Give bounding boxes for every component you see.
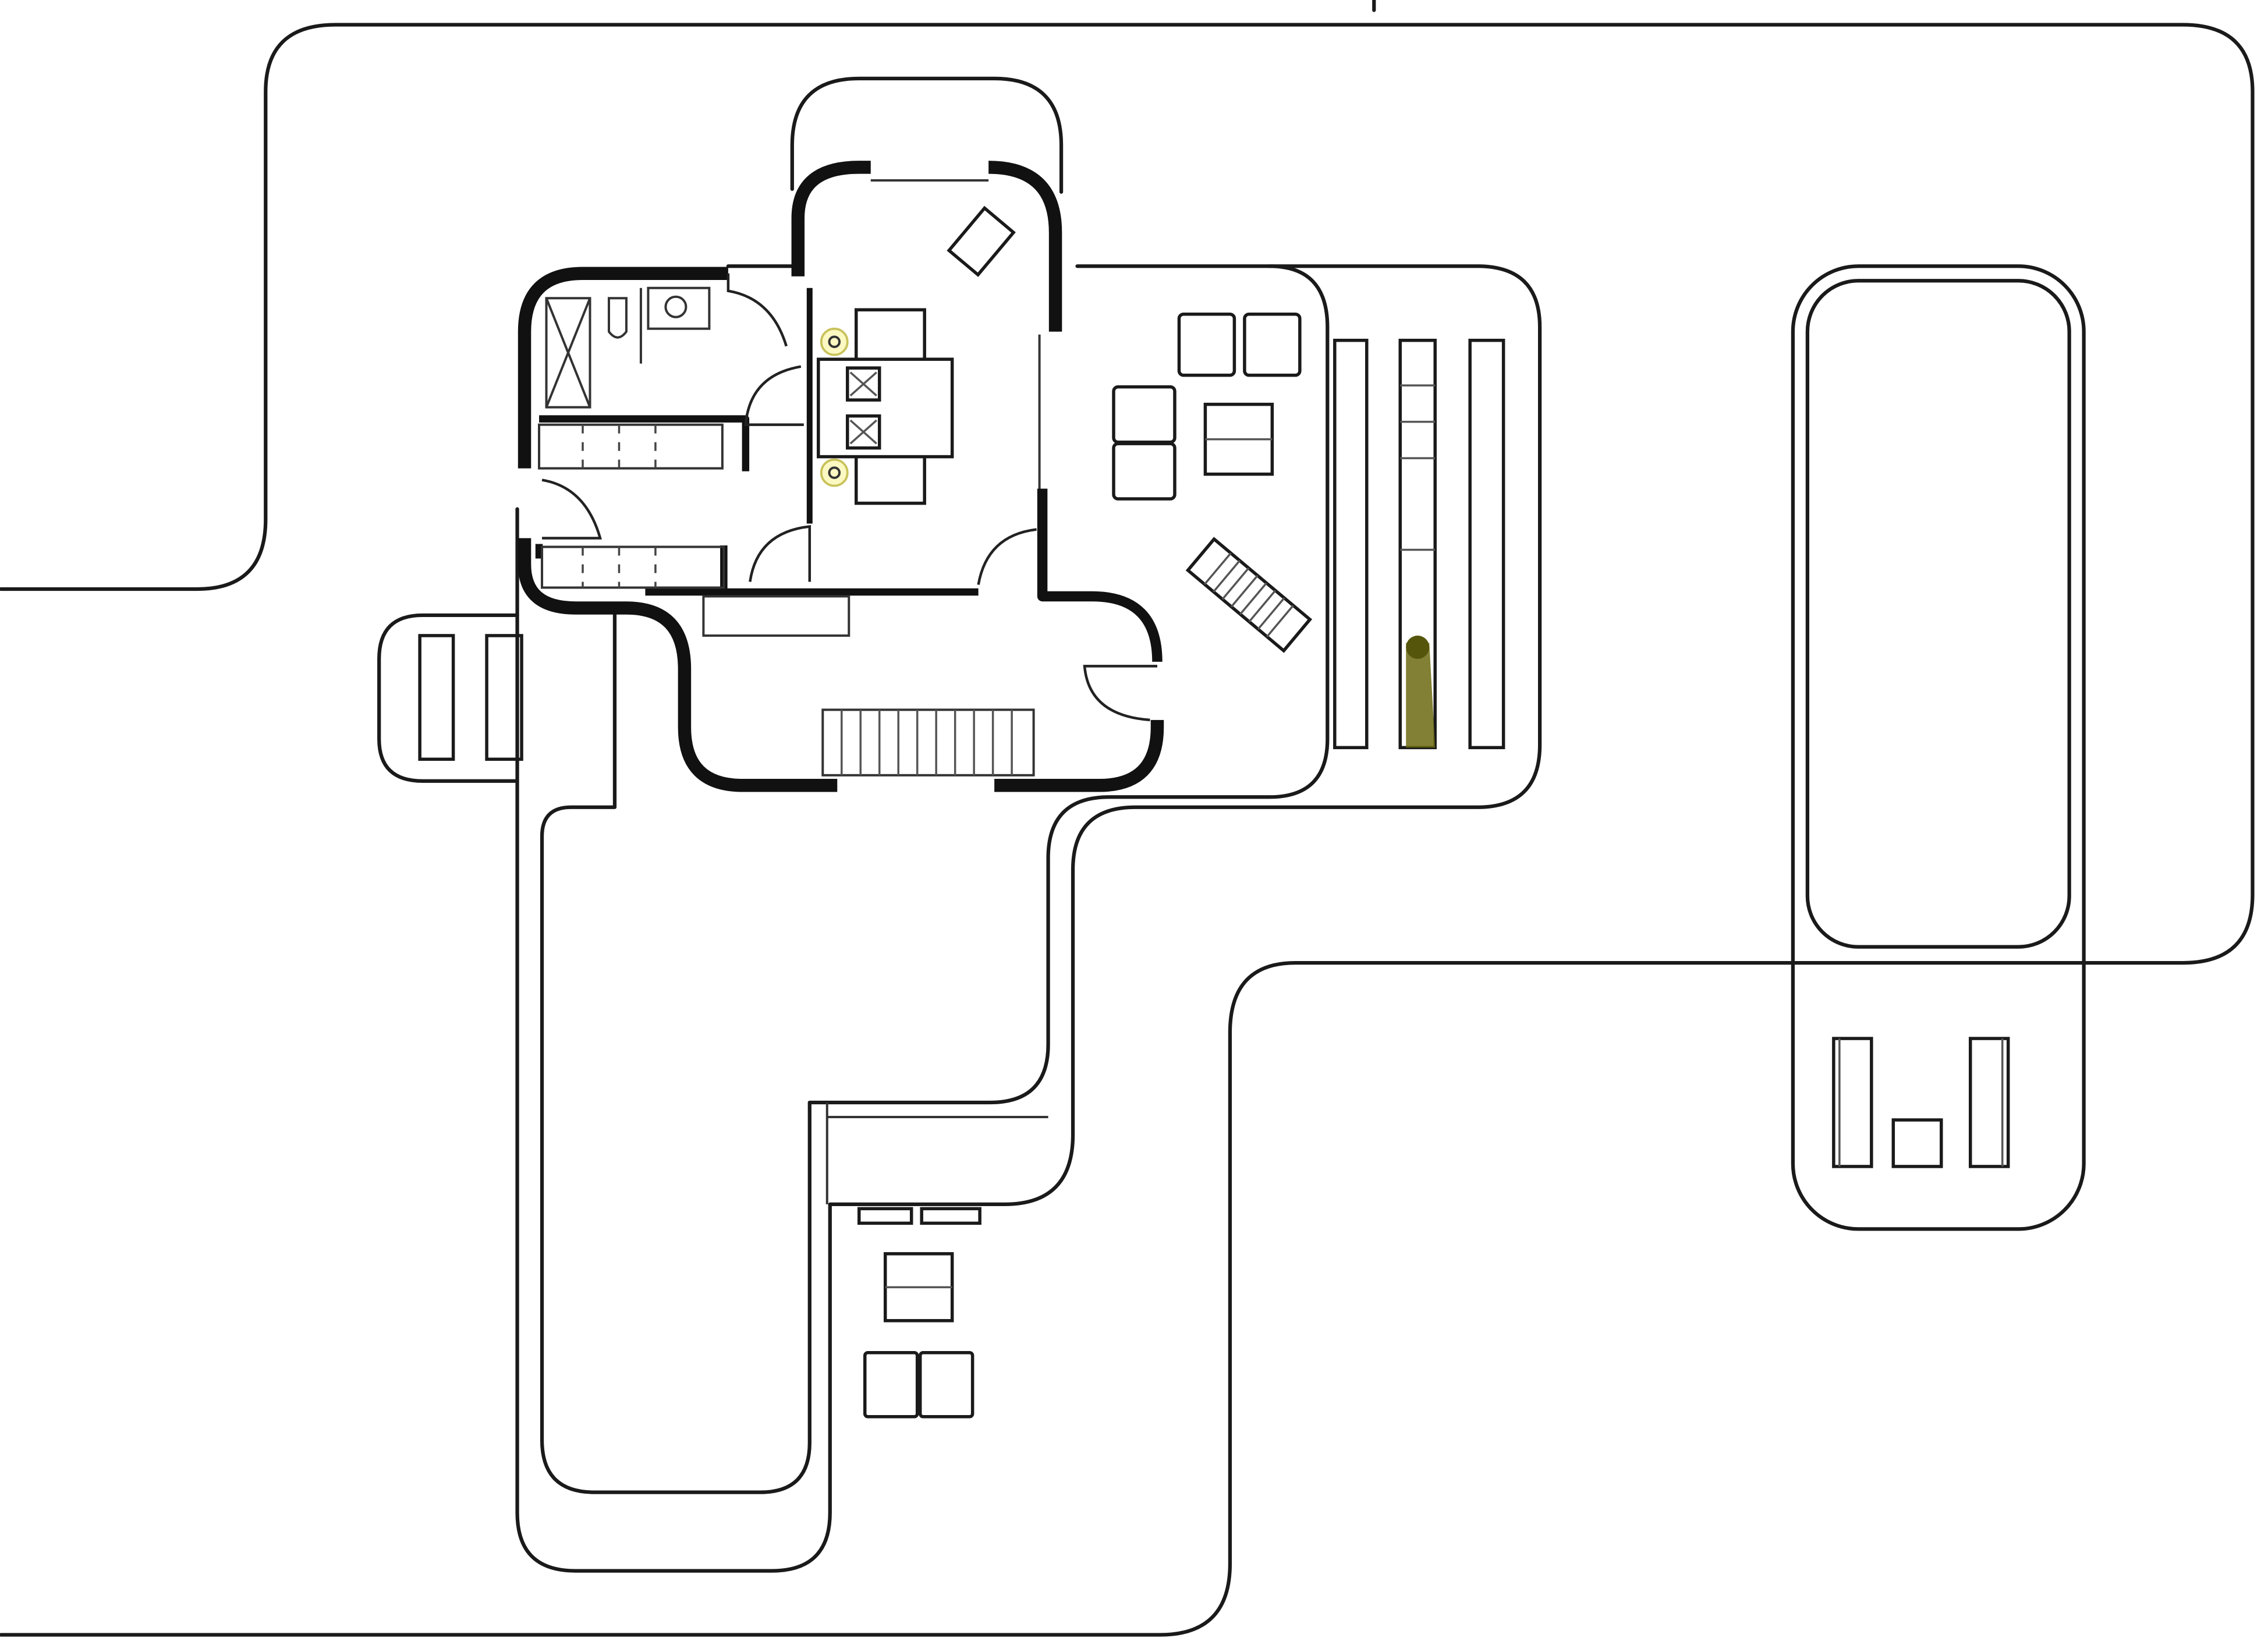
stair-run (821, 708, 1035, 777)
east-terrace-door (1083, 665, 1157, 722)
lamp-south-core (828, 466, 841, 479)
sunbed-slats (1203, 552, 1294, 637)
lawn-band-inner (540, 264, 1330, 1494)
garden-chair-2 (920, 1207, 981, 1225)
tower-wall-right (988, 161, 1062, 332)
hall-door-west (541, 478, 602, 540)
west-wall-south (518, 538, 838, 792)
bath-door (727, 273, 788, 347)
long-bench-3 (1468, 338, 1505, 750)
corridor-counter (702, 595, 850, 637)
lounge-chair-1 (1177, 312, 1236, 377)
olive-plant (1406, 643, 1436, 748)
garden-chair-4 (918, 1351, 974, 1419)
lawn-band-outer (515, 264, 1542, 1573)
left-bench-pad (377, 613, 519, 783)
lounge-chair-3 (1112, 385, 1176, 444)
shower-outline (545, 297, 591, 409)
terrace-furniture (1112, 312, 1505, 750)
outer-terrace-outline (0, 23, 2255, 1637)
closet-north (538, 423, 724, 470)
armchair-tower (947, 205, 1016, 277)
interior-details (538, 179, 1041, 777)
bed (817, 357, 954, 459)
pillow-pattern (849, 371, 877, 445)
closet-south-dividers (582, 547, 657, 588)
bedroom-furniture (817, 205, 1016, 505)
sunbed (1185, 537, 1313, 653)
long-bench-1 (1333, 338, 1369, 750)
stair-treads (841, 710, 1013, 775)
pool-inner (1805, 279, 2071, 949)
toilet (607, 297, 628, 339)
east-wall-mid (1037, 488, 1163, 662)
closet-north-dividers (582, 424, 657, 469)
pool-lounger-detail (1838, 1038, 2004, 1167)
tower-apse-outline (790, 76, 1064, 194)
pool-furniture (1832, 1037, 2010, 1168)
closet-wall (535, 544, 728, 589)
walls (518, 161, 1164, 792)
lamp-north (820, 327, 849, 356)
lamp-south (820, 458, 849, 487)
closet-south (541, 545, 725, 589)
olive-plant-top (1406, 635, 1430, 659)
bath-sink-counter (647, 286, 711, 330)
bath-wall (539, 415, 750, 471)
left-bench-1 (418, 634, 455, 761)
bedroom-door (744, 365, 804, 426)
pool-side-table (1891, 1118, 1943, 1168)
living-door (977, 528, 1037, 585)
west-wall-north (518, 267, 728, 469)
garden-chair-3 (863, 1351, 919, 1419)
tower-wall-left (791, 161, 871, 276)
bench-2-segments (1400, 384, 1436, 551)
pool-outer (1791, 264, 2086, 1231)
lamp-north-core (828, 335, 841, 348)
garden-furniture (857, 1207, 981, 1419)
doors (541, 273, 1157, 722)
bath-sink (664, 295, 688, 318)
garden-chair-1 (857, 1207, 913, 1225)
lounge-chair-2 (1243, 312, 1302, 377)
east-wall-south (994, 719, 1164, 792)
corridor-door (749, 525, 811, 582)
lounge-chair-4 (1112, 442, 1176, 501)
